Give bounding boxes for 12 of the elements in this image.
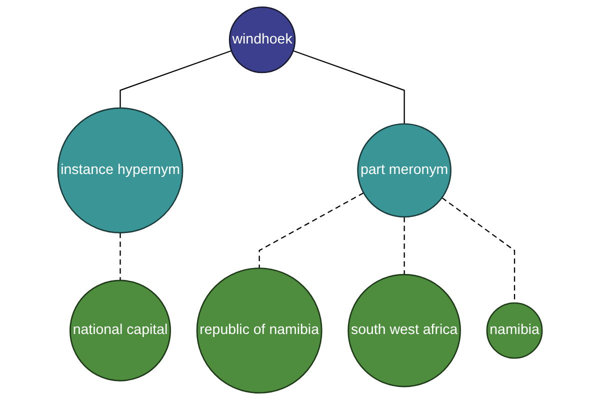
connector xyxy=(120,50,232,108)
connector xyxy=(404,216,405,275)
connector xyxy=(258,192,364,268)
node-circle: windhoek xyxy=(228,6,296,74)
node-circle: national capital xyxy=(70,280,171,382)
node-circle: namibia xyxy=(486,302,543,359)
node-circle: instance hypernym xyxy=(57,107,184,234)
connector xyxy=(292,50,405,124)
node-circle: republic of namibia xyxy=(196,268,322,394)
node-circle: south west africa xyxy=(348,274,461,388)
connector xyxy=(120,232,121,280)
node-circle: part meronym xyxy=(357,123,452,218)
